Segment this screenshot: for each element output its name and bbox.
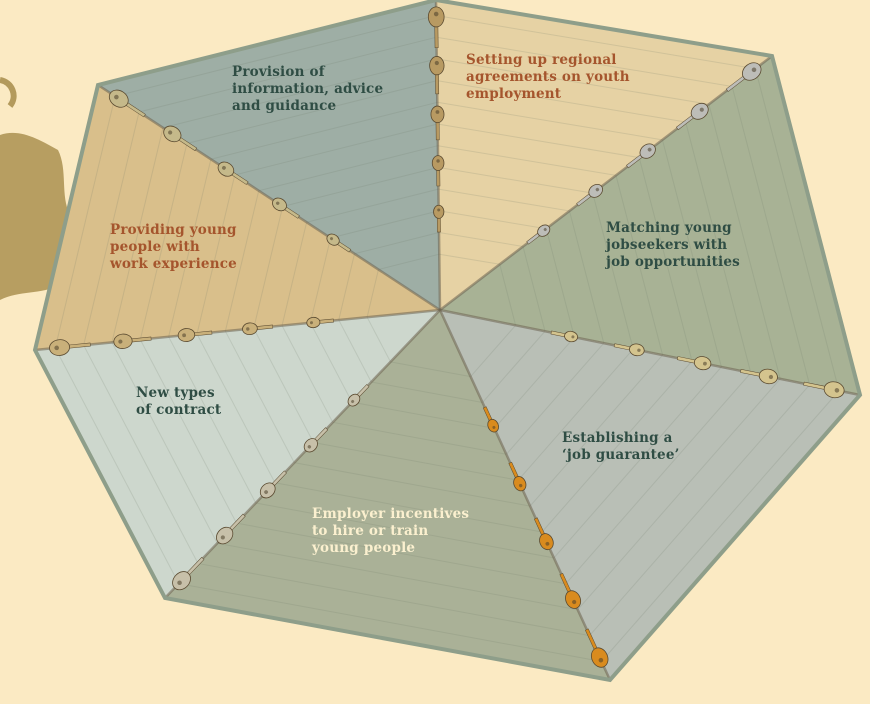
label-work-experience: Providing young people with work experie…: [110, 222, 237, 273]
label-new-contracts: New types of contract: [136, 385, 221, 419]
decorative-ring: [0, 80, 14, 106]
label-information-advice: Provision of information, advice and gui…: [232, 64, 383, 115]
label-employer-incentives: Employer incentives to hire or train you…: [312, 506, 469, 557]
label-job-guarantee: Establishing a ‘job guarantee’: [562, 430, 680, 464]
label-regional-agreements: Setting up regional agreements on youth …: [466, 52, 630, 103]
label-matching: Matching young jobseekers with job oppor…: [606, 220, 740, 271]
